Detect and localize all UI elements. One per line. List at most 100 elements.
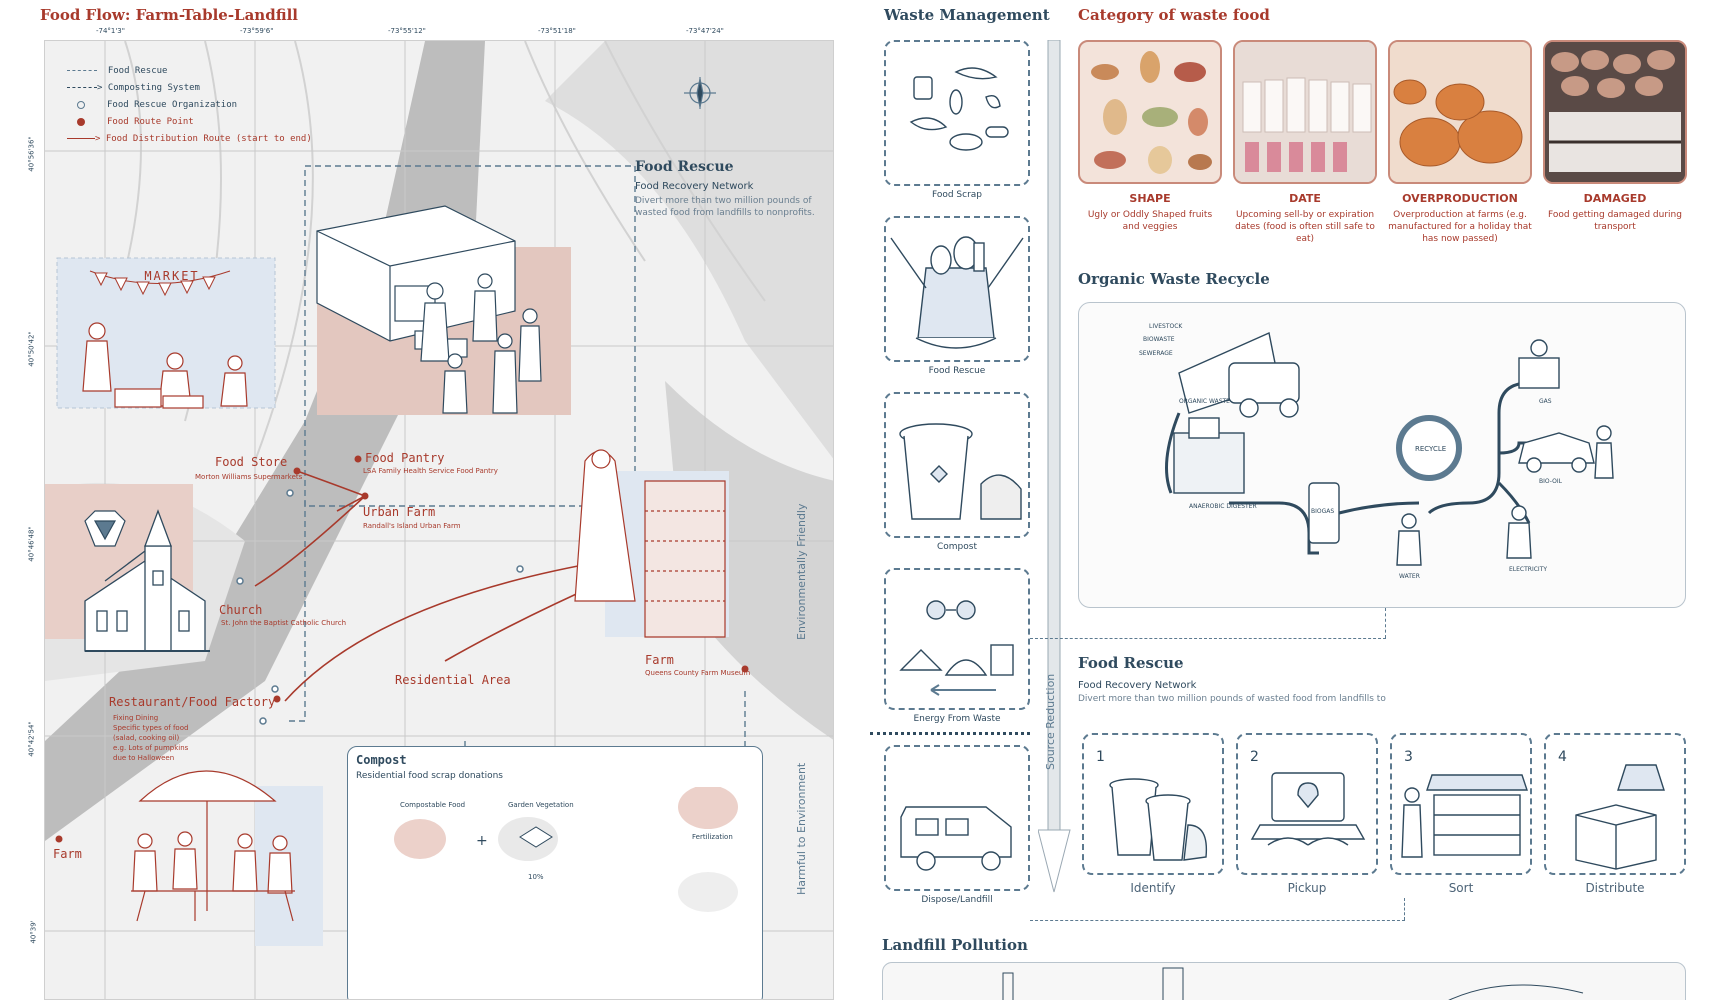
camper-truck-icon bbox=[900, 806, 1012, 871]
wm-landfill-card[interactable]: Dispose/Landfill bbox=[884, 745, 1030, 905]
lon-tick: -73°47'24" bbox=[686, 27, 724, 35]
source-reduction-arrow bbox=[1038, 40, 1071, 893]
lon-tick: -73°55'12" bbox=[388, 27, 426, 35]
connector-line bbox=[1404, 898, 1405, 920]
potatoes-image bbox=[1545, 42, 1685, 182]
label-farm[interactable]: Farm bbox=[645, 653, 674, 667]
recycle-center-label: RECYCLE bbox=[1415, 445, 1446, 453]
label-residential[interactable]: Residential Area bbox=[395, 673, 511, 687]
lat-tick: 40°56'36" bbox=[27, 136, 36, 172]
restaurant-note: Specific types of food bbox=[113, 724, 189, 732]
label-food-pantry[interactable]: Food Pantry bbox=[365, 451, 445, 465]
energy-icon bbox=[899, 600, 1014, 696]
wm-food-rescue-card[interactable]: Food Rescue bbox=[884, 216, 1030, 376]
connector-line bbox=[1030, 638, 1386, 639]
lat-tick: 40°50'42" bbox=[27, 331, 36, 367]
map-canvas[interactable]: Food Rescue > Composting System Food Res… bbox=[44, 40, 834, 1000]
legend-distribution: Food Distribution Route (start to end) bbox=[105, 134, 312, 144]
map-legend: Food Rescue > Composting System Food Res… bbox=[67, 63, 312, 148]
restaurant-note: (salad, cooking oil) bbox=[113, 734, 180, 742]
label-church-sub: St. John the Baptist Catholic Church bbox=[221, 619, 347, 627]
connector-line bbox=[1030, 920, 1405, 921]
lon-tick: -74°1'3" bbox=[96, 27, 125, 35]
compost-illustration: + bbox=[394, 787, 738, 912]
veggies-image bbox=[1091, 51, 1212, 174]
label-restaurant[interactable]: Restaurant/Food Factory bbox=[109, 695, 276, 709]
step-number: 2 bbox=[1250, 749, 1259, 765]
legend-route-point: Food Route Point bbox=[107, 117, 194, 127]
wm-energy-card[interactable]: Energy From Waste bbox=[884, 568, 1030, 724]
compost-bin-icon bbox=[899, 423, 1022, 520]
restaurant-note: due to Halloween bbox=[113, 754, 175, 762]
recycle-label: LIVESTOCK bbox=[1149, 323, 1183, 330]
category-photo-damaged[interactable] bbox=[1543, 40, 1687, 184]
compost-inset: Compost Residential food scrap donations… bbox=[347, 746, 763, 999]
label-farm-sub: Queens County Farm Museum bbox=[645, 669, 751, 677]
recycle-diagram: LIVESTOCK BIOWASTE SEWERAGE ORGANIC WAST… bbox=[1078, 302, 1686, 608]
legend-organization: Food Rescue Organization bbox=[107, 100, 238, 110]
rescue-title: Food Rescue bbox=[1078, 654, 1184, 672]
label-farm-2[interactable]: Farm bbox=[53, 847, 82, 861]
restaurant-notes: Fixing Dining Specific types of food (sa… bbox=[113, 713, 188, 763]
svg-text:+: + bbox=[476, 833, 488, 849]
laptop-icon bbox=[1250, 772, 1366, 846]
lat-tick: 40°46'48" bbox=[27, 526, 36, 562]
lon-tick: -73°59'6" bbox=[240, 27, 274, 35]
legend-composting: Composting System bbox=[107, 83, 200, 93]
recycle-title: Organic Waste Recycle bbox=[1078, 270, 1270, 288]
category-overproduction-text: OVERPRODUCTION Overproduction at farms (… bbox=[1388, 192, 1532, 245]
lon-tick: -73°51'18" bbox=[538, 27, 576, 35]
category-date-label: DATE bbox=[1289, 192, 1321, 205]
label-urban-farm-sub: Randall's Island Urban Farm bbox=[363, 522, 461, 530]
recycle-label: BIOWASTE bbox=[1143, 336, 1175, 343]
recycle-label: BIOGAS bbox=[1311, 508, 1334, 515]
recycle-label: ORGANIC WASTE bbox=[1179, 398, 1230, 405]
category-shape-desc: Ugly or Oddly Shaped fruits and veggies bbox=[1087, 210, 1213, 232]
label-urban-farm[interactable]: Urban Farm bbox=[363, 505, 436, 519]
step-identify-card[interactable]: 1 bbox=[1082, 733, 1224, 875]
wm-food-scrap-card[interactable]: Food Scrap bbox=[884, 40, 1030, 200]
wm-food-scrap-label: Food Scrap bbox=[931, 190, 983, 200]
compost-title: Compost bbox=[356, 753, 407, 767]
category-shape-label: SHAPE bbox=[1129, 192, 1171, 205]
legend-food-rescue: Food Rescue bbox=[107, 66, 168, 76]
lat-tick: 40°39' bbox=[29, 920, 38, 944]
axis-harmful: Harmful to Environment bbox=[795, 762, 808, 895]
food-scrap-icon bbox=[909, 67, 1009, 151]
category-shape-text: SHAPE Ugly or Oddly Shaped fruits and ve… bbox=[1078, 192, 1222, 233]
wm-compost-card[interactable]: Compost bbox=[884, 392, 1030, 552]
compost-subtitle: Residential food scrap donations bbox=[356, 771, 503, 781]
step-distribute-card[interactable]: 4 bbox=[1544, 733, 1686, 875]
step-pickup-card[interactable]: 2 bbox=[1236, 733, 1378, 875]
category-photo-shape[interactable] bbox=[1078, 40, 1222, 184]
step-sort-card[interactable]: 3 bbox=[1390, 733, 1532, 875]
label-church[interactable]: Church bbox=[219, 603, 263, 617]
connector-line bbox=[1385, 608, 1386, 638]
compost-percent: 10% bbox=[528, 873, 544, 881]
landfill-panel bbox=[882, 962, 1686, 1000]
pumpkins-image bbox=[1390, 42, 1530, 182]
label-food-pantry-sub: LSA Family Health Service Food Pantry bbox=[363, 467, 498, 475]
wm-divider bbox=[870, 732, 1030, 735]
box-delivery-icon bbox=[1575, 764, 1665, 870]
map-food-rescue-title: Food Rescue bbox=[635, 159, 734, 175]
step-number: 4 bbox=[1558, 749, 1567, 765]
terrain-map bbox=[45, 41, 833, 999]
category-photo-overproduction[interactable] bbox=[1388, 40, 1532, 184]
trash-cans-icon bbox=[1109, 778, 1208, 861]
category-photo-date[interactable] bbox=[1233, 40, 1377, 184]
waste-mgmt-title: Waste Management bbox=[884, 6, 1050, 24]
wm-landfill-label: Dispose/Landfill bbox=[921, 895, 993, 905]
recycle-flow-svg: LIVESTOCK BIOWASTE SEWERAGE ORGANIC WAST… bbox=[1139, 323, 1614, 580]
step-pickup-label: Pickup bbox=[1287, 881, 1327, 895]
grocery-bag-icon bbox=[890, 236, 1024, 349]
restaurant-note: Fixing Dining bbox=[113, 714, 159, 722]
map-food-rescue-text: Divert more than two million pounds of w… bbox=[635, 196, 815, 218]
recycle-label: GAS bbox=[1539, 398, 1552, 405]
label-food-store[interactable]: Food Store bbox=[215, 455, 288, 469]
axis-friendly: Environmentally Friendly bbox=[795, 503, 808, 641]
market-stall-icon bbox=[1401, 774, 1528, 858]
category-damaged-label: DAMAGED bbox=[1583, 192, 1647, 205]
step-number: 1 bbox=[1096, 749, 1105, 765]
category-date-desc: Upcoming sell-by or expiration dates (fo… bbox=[1235, 210, 1375, 244]
